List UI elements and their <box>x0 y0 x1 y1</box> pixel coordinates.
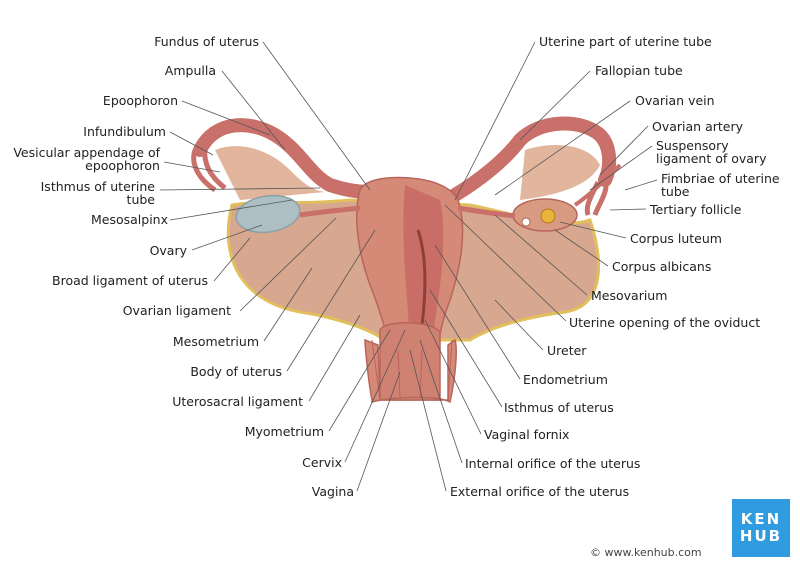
label-ovarian-artery: Ovarian artery <box>652 119 743 134</box>
left-mesosalpinx-shape <box>215 146 325 200</box>
logo-line-2: HUB <box>739 527 783 545</box>
left-tube-shape <box>193 118 377 199</box>
label-tertiary-follicle: Tertiary follicle <box>650 202 742 217</box>
label-ovarian-vein: Ovarian vein <box>635 93 715 108</box>
label-body-of-uterus: Body of uterus <box>190 364 282 379</box>
label-mesovarium: Mesovarium <box>591 288 668 303</box>
label-cervix: Cervix <box>302 455 342 470</box>
label-myometrium: Myometrium <box>244 424 324 439</box>
label-infundibulum: Infundibulum <box>83 124 166 139</box>
leader-lines-left <box>159 41 406 492</box>
cervix-shape <box>379 322 441 401</box>
right-tube-shape <box>448 116 617 202</box>
label-ovarian-ligament: Ovarian ligament <box>122 303 231 318</box>
label-corpus-luteum: Corpus luteum <box>630 231 722 246</box>
label-uterine-part-of-tube: Uterine part of uterine tube <box>539 34 712 49</box>
label-endometrium: Endometrium <box>523 372 608 387</box>
label-broad-ligament: Broad ligament of uterus <box>52 273 208 288</box>
label-ureter: Ureter <box>547 343 587 358</box>
label-ovary: Ovary <box>149 243 187 258</box>
label-isthmus-of-uterus: Isthmus of uterus <box>504 400 614 415</box>
logo-line-1: KEN <box>740 510 782 528</box>
label-fundus-of-uterus: Fundus of uterus <box>154 34 259 49</box>
corpus-luteum-shape <box>521 217 531 227</box>
label-vaginal-fornix: Vaginal fornix <box>484 427 570 442</box>
label-vesicular-appendage: Vesicular appendage of epoophoron <box>13 145 160 173</box>
right-mesosalpinx-shape <box>520 145 600 200</box>
label-uterosacral-ligament: Uterosacral ligament <box>172 394 303 409</box>
label-fallopian-tube: Fallopian tube <box>595 63 683 78</box>
label-vagina: Vagina <box>311 484 354 499</box>
label-uterine-opening-oviduct: Uterine opening of the oviduct <box>569 315 761 330</box>
label-external-orifice: External orifice of the uterus <box>450 484 630 499</box>
right-ovarian-ligament-shape <box>457 205 516 219</box>
left-ovarian-ligament-shape <box>299 205 361 218</box>
kenhub-logo: KEN HUB <box>732 499 790 557</box>
label-mesometrium: Mesometrium <box>172 334 259 349</box>
label-mesosalpinx: Mesosalpinx <box>90 212 168 227</box>
left-ovary-shape <box>235 194 301 234</box>
vagina-shape <box>364 338 457 404</box>
follicle-shape <box>540 208 556 224</box>
label-ampulla: Ampulla <box>164 63 216 78</box>
label-suspensory-ligament: Suspensory ligament of ovary <box>656 138 767 166</box>
copyright-text: © www.kenhub.com <box>590 546 702 559</box>
label-corpus-albicans: Corpus albicans <box>612 259 712 274</box>
leader-lines-right <box>409 41 658 492</box>
suspensory-ligament-shape <box>573 163 622 207</box>
label-internal-orifice: Internal orifice of the uterus <box>465 456 641 471</box>
label-epoophoron: Epoophoron <box>102 93 178 108</box>
label-isthmus-of-uterine-tube: Isthmus of uterine tube <box>40 179 155 207</box>
left-fimbriae-shape <box>191 147 227 193</box>
label-fimbriae: Fimbriae of uterine tube <box>661 171 780 199</box>
